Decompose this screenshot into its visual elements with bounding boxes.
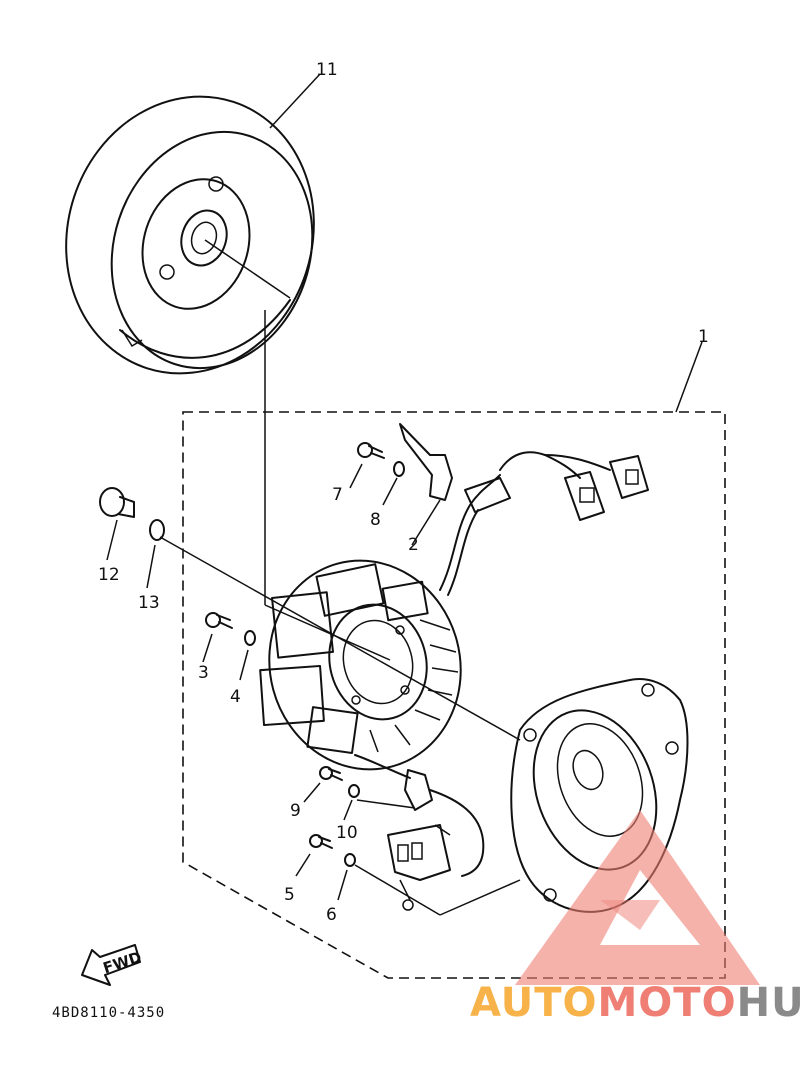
clamp-bracket-2 [399,423,453,501]
wire-harness [439,451,649,596]
watermark-moto: MOTO [598,980,737,1026]
forward-arrow: FWD [81,944,144,986]
pickup-coil-harness [354,754,485,911]
part-label-4: 4 [230,687,241,707]
bolt-12 [99,487,135,518]
watermark-triangle-icon [515,810,760,985]
part-label-3: 3 [198,663,209,683]
bolt-5 [309,834,333,849]
bolt-3 [205,612,233,629]
washer-13 [149,519,165,541]
diagram-code: 4BD8110-4350 [52,1005,165,1021]
bolt-7 [357,442,385,459]
part-label-1: 1 [698,327,709,347]
stator-assembly [259,559,462,771]
part-label-2: 2 [408,535,419,555]
part-label-10: 10 [336,823,358,843]
part-label-11: 11 [316,60,338,80]
assembly-boundary [182,411,726,979]
fwd-label: FWD [101,948,144,977]
part-label-12: 12 [98,565,120,585]
generator-cover [510,678,689,913]
part-label-13: 13 [138,593,160,613]
part-label-7: 7 [332,485,343,505]
watermark-auto: AUTO [470,980,598,1026]
part-label-8: 8 [370,510,381,530]
watermark-logo [515,810,760,985]
watermark-hub: HUB [737,980,800,1026]
washer-10 [348,784,360,798]
part-label-5: 5 [284,885,295,905]
part-label-6: 6 [326,905,337,925]
rotor-assembly [65,95,315,375]
bolt-9 [319,766,343,781]
washer-8 [393,461,405,477]
part-label-9: 9 [290,801,301,821]
watermark-text: AUTOMOTOHUB [470,980,800,1026]
washer-6 [344,853,356,867]
washer-4 [244,630,256,646]
